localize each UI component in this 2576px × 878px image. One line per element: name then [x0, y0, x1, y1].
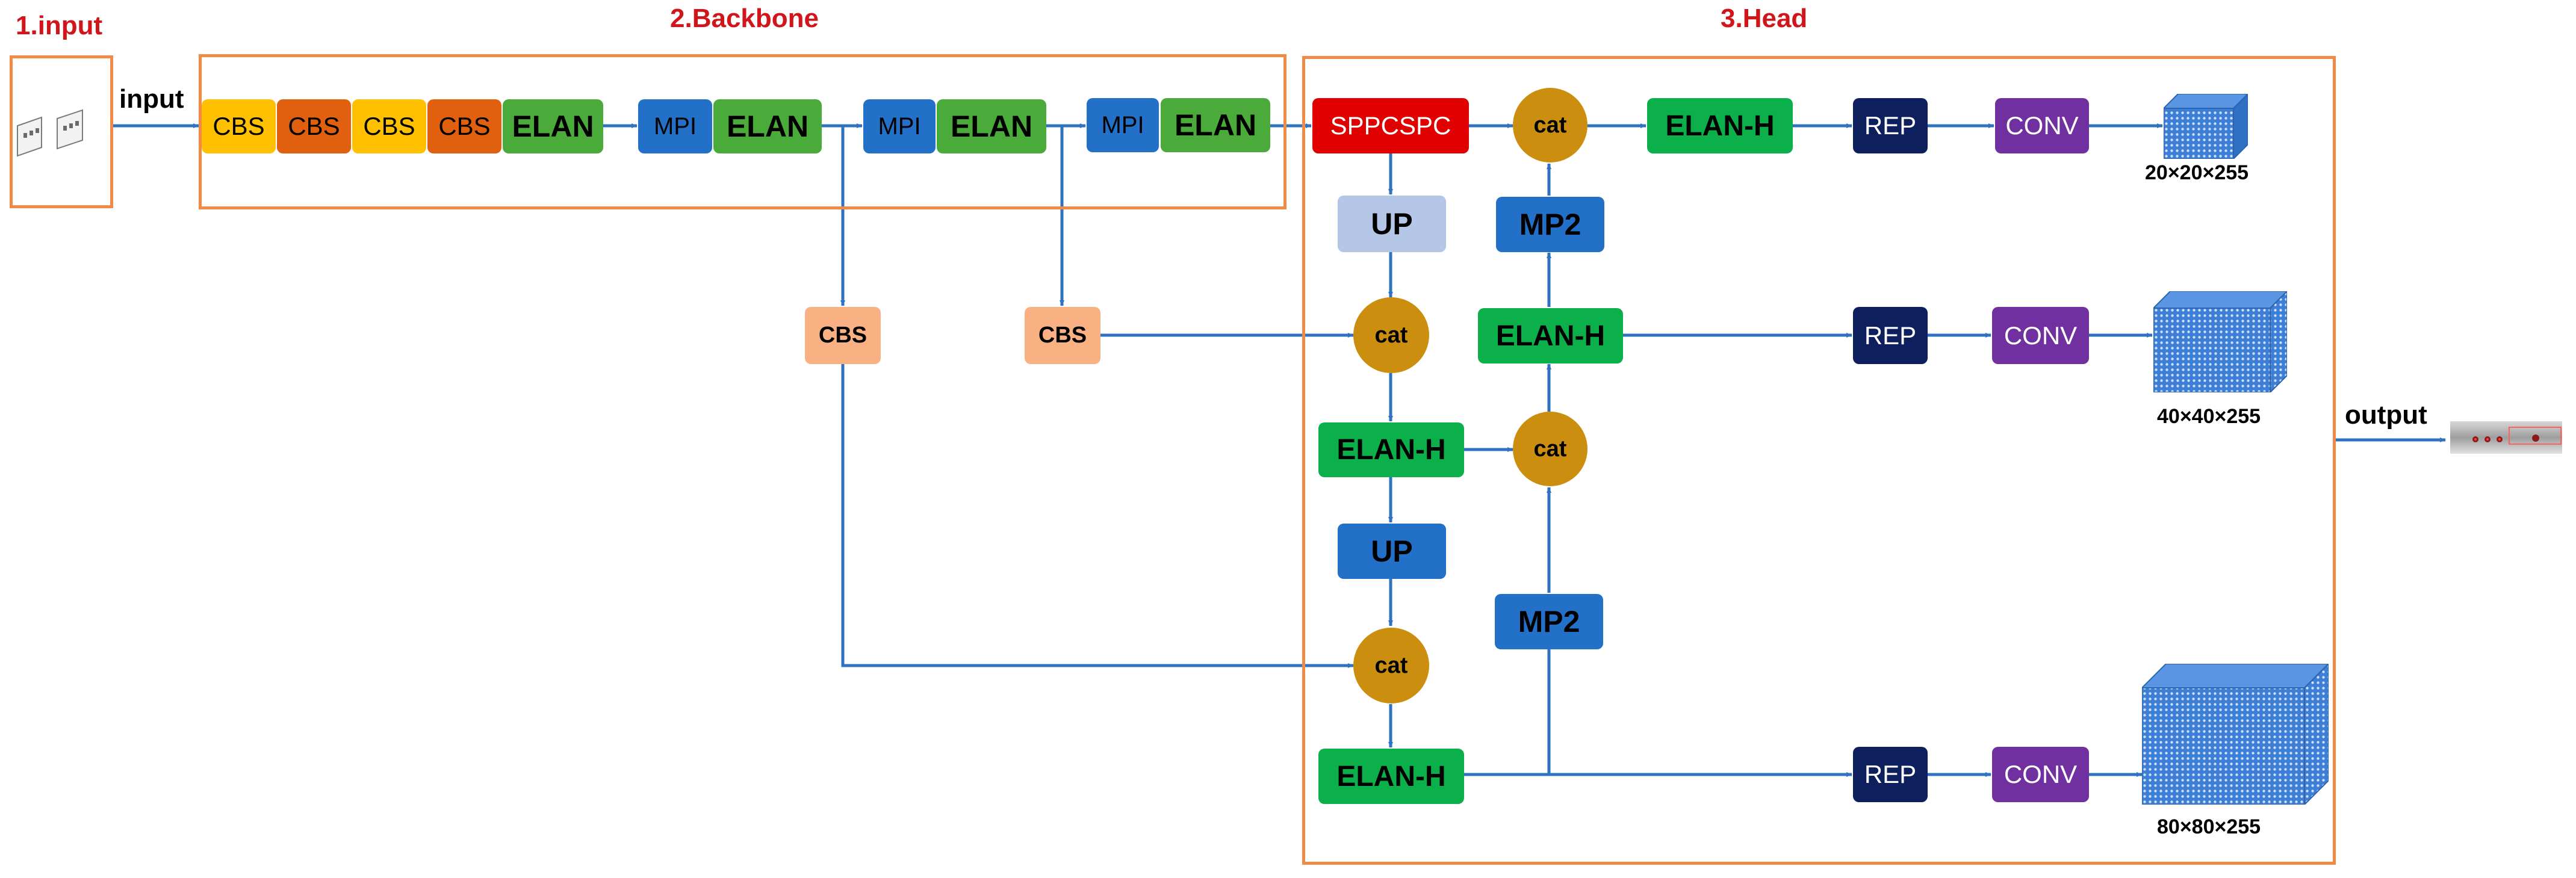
elanh-block-top: ELAN-H	[1647, 98, 1793, 153]
output-size-1: 20×20×255	[2145, 161, 2249, 184]
backbone-elan-4: ELAN	[1161, 98, 1270, 152]
output-tensor-large	[2142, 664, 2329, 805]
backbone-mpi-1: MPI	[638, 99, 712, 153]
section-title-head: 3.Head	[1721, 4, 1808, 33]
backbone-mpi-3: MPI	[1087, 98, 1159, 152]
section-title-backbone: 2.Backbone	[670, 4, 819, 33]
up-block-1: UP	[1338, 196, 1446, 252]
backbone-elan-3: ELAN	[937, 99, 1046, 153]
sppcspc-block: SPPCSPC	[1312, 98, 1469, 153]
elanh-block-mid: ELAN-H	[1478, 308, 1623, 363]
rep-block-1: REP	[1853, 98, 1928, 153]
output-tensor-medium	[2153, 291, 2287, 392]
rep-block-3: REP	[1853, 747, 1928, 802]
mp2-block-top: MP2	[1496, 197, 1604, 252]
mp2-block-bottom: MP2	[1495, 594, 1603, 649]
backbone-cbs-3: CBS	[352, 99, 426, 153]
conv-block-1: CONV	[1995, 98, 2089, 153]
output-image	[2450, 421, 2562, 454]
output-size-3: 80×80×255	[2157, 815, 2261, 838]
backbone-elan-2: ELAN	[713, 99, 822, 153]
input-image	[17, 109, 83, 157]
side-cbs-1: CBS	[805, 307, 881, 364]
side-cbs-2: CBS	[1025, 307, 1100, 364]
cat-node-2: cat	[1353, 297, 1429, 373]
conv-block-2: CONV	[1992, 307, 2089, 364]
head-frame	[1302, 56, 2336, 865]
section-title-input: 1.input	[16, 11, 103, 40]
elanh-block-left-2: ELAN-H	[1318, 749, 1464, 804]
backbone-cbs-2: CBS	[277, 99, 351, 153]
cat-node-4: cat	[1353, 628, 1429, 703]
cat-node-1: cat	[1513, 88, 1587, 162]
rep-block-2: REP	[1853, 307, 1928, 364]
cat-node-3: cat	[1513, 412, 1587, 486]
backbone-cbs-1: CBS	[202, 99, 276, 153]
arrow-cbs1-to-cat4	[841, 364, 1354, 668]
backbone-cbs-4: CBS	[427, 99, 501, 153]
input-frame	[10, 55, 113, 208]
backbone-elan-1: ELAN	[503, 99, 603, 153]
conv-block-3: CONV	[1992, 747, 2089, 802]
backbone-frame	[199, 54, 1286, 209]
elanh-block-left-1: ELAN-H	[1318, 422, 1464, 477]
up-block-2: UP	[1338, 524, 1446, 579]
input-label: input	[119, 84, 184, 114]
output-size-2: 40×40×255	[2157, 405, 2261, 428]
backbone-mpi-2: MPI	[863, 99, 936, 153]
output-tensor-small	[2164, 94, 2248, 159]
output-label: output	[2345, 400, 2427, 430]
